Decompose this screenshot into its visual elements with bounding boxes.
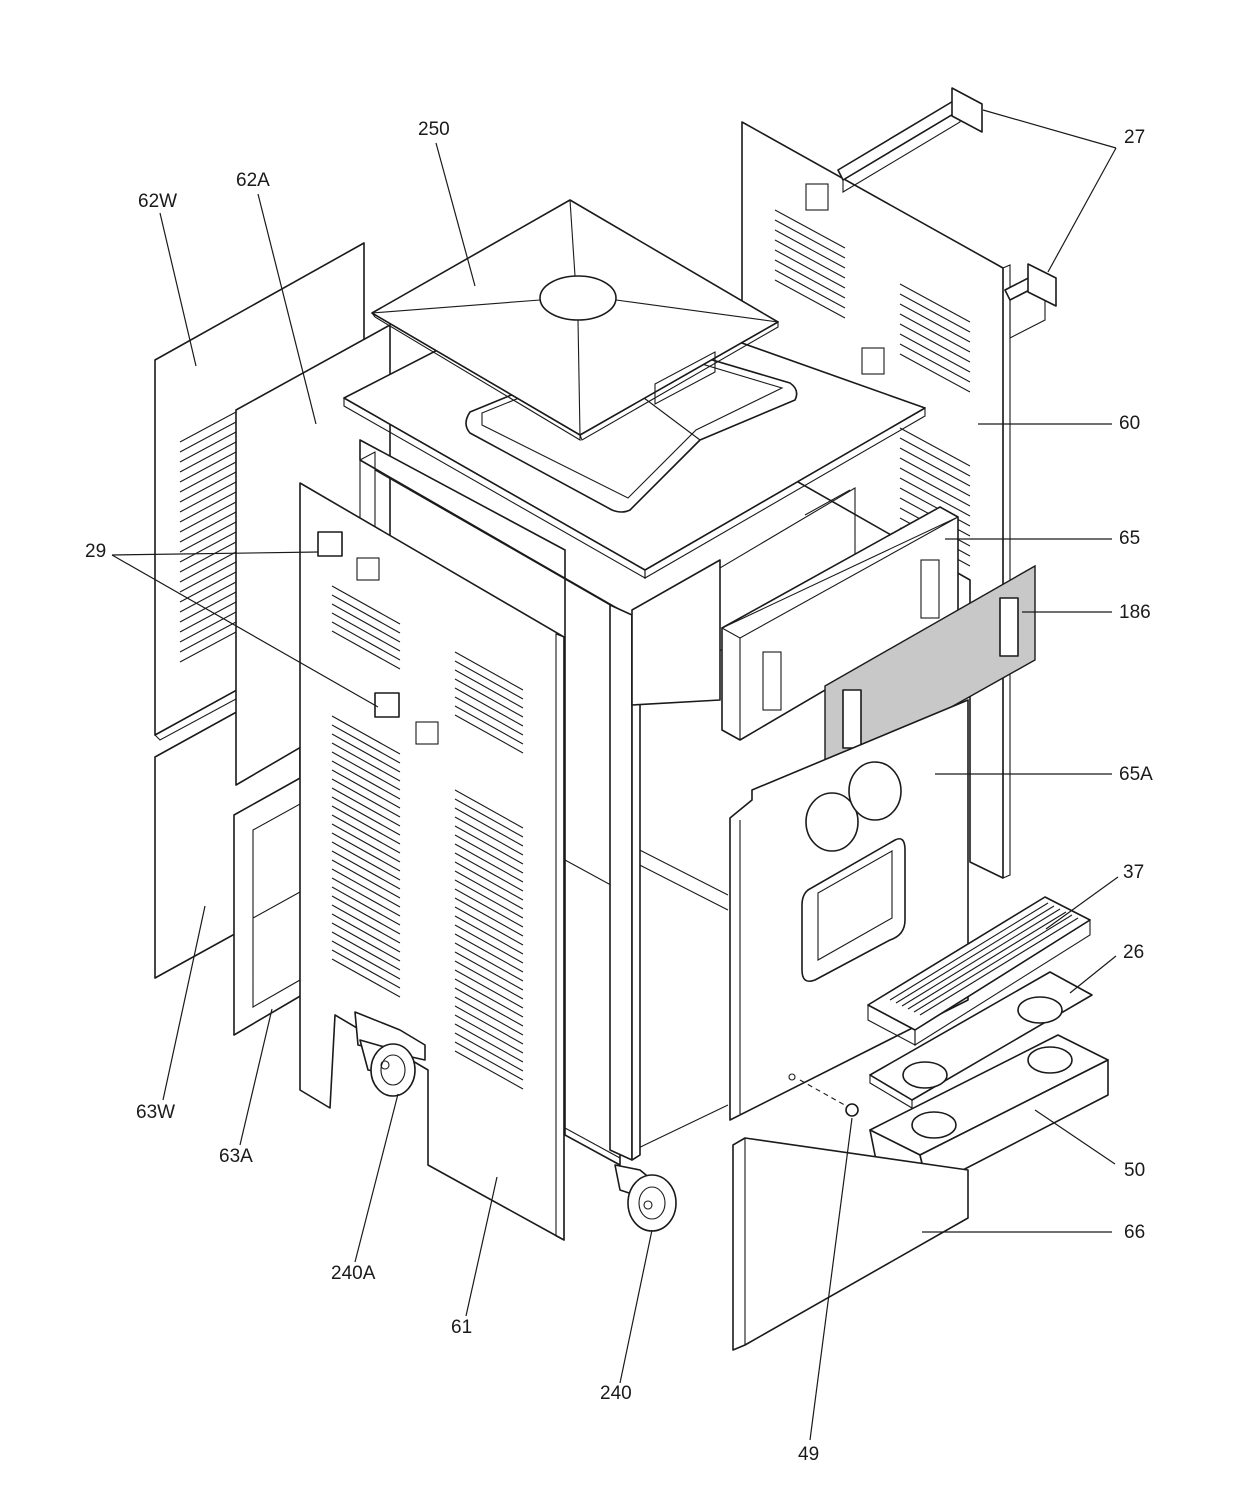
callout-240A: 240A: [331, 1263, 376, 1284]
callout-250: 250: [418, 119, 450, 140]
callout-60: 60: [1119, 413, 1140, 434]
drip-tray-grate-37: [867, 896, 1091, 1046]
callout-labels: 27 250 62W 62A 60 29 65 186 65A 37 26 50…: [85, 119, 1153, 1465]
caster-240A: [354, 1011, 426, 1097]
leader-lines: [111, 109, 1119, 1441]
callout-65A: 65A: [1119, 764, 1153, 785]
callout-29: 29: [85, 541, 106, 562]
door-louvers-lower-right: [454, 789, 524, 1090]
callout-62W: 62W: [138, 191, 177, 212]
lower-front-panel-66: [732, 1137, 969, 1351]
callout-62A: 62A: [236, 170, 270, 191]
screw-49: [788, 1073, 859, 1117]
door-louvers-lower-left: [331, 715, 401, 998]
callout-186: 186: [1119, 602, 1151, 623]
callout-61: 61: [451, 1317, 472, 1338]
callout-66: 66: [1124, 1222, 1145, 1243]
callout-49: 49: [798, 1444, 819, 1465]
callout-63W: 63W: [136, 1102, 175, 1123]
callout-37: 37: [1123, 862, 1144, 883]
callout-27: 27: [1124, 127, 1145, 148]
mounting-rails-27: [837, 87, 1057, 339]
callout-26: 26: [1123, 942, 1144, 963]
door-louvers-upper-right: [454, 651, 524, 754]
callout-50: 50: [1124, 1160, 1145, 1181]
top-cover-250: [371, 199, 779, 441]
splash-shield-50: [869, 1034, 1109, 1189]
callout-240: 240: [600, 1383, 632, 1404]
gasket-186: [824, 564, 1036, 780]
door-louvers-upper-left: [331, 585, 401, 670]
drip-tray-26: [869, 971, 1093, 1109]
callout-65: 65: [1119, 528, 1140, 549]
caster-240: [614, 1164, 677, 1232]
front-door-panel-61: [299, 482, 565, 1241]
cabinet-frame: [359, 439, 856, 1166]
rear-panel-louvers-left: [774, 209, 846, 319]
callout-63A: 63A: [219, 1146, 253, 1167]
left-lower-frame-63A: [233, 776, 303, 1036]
